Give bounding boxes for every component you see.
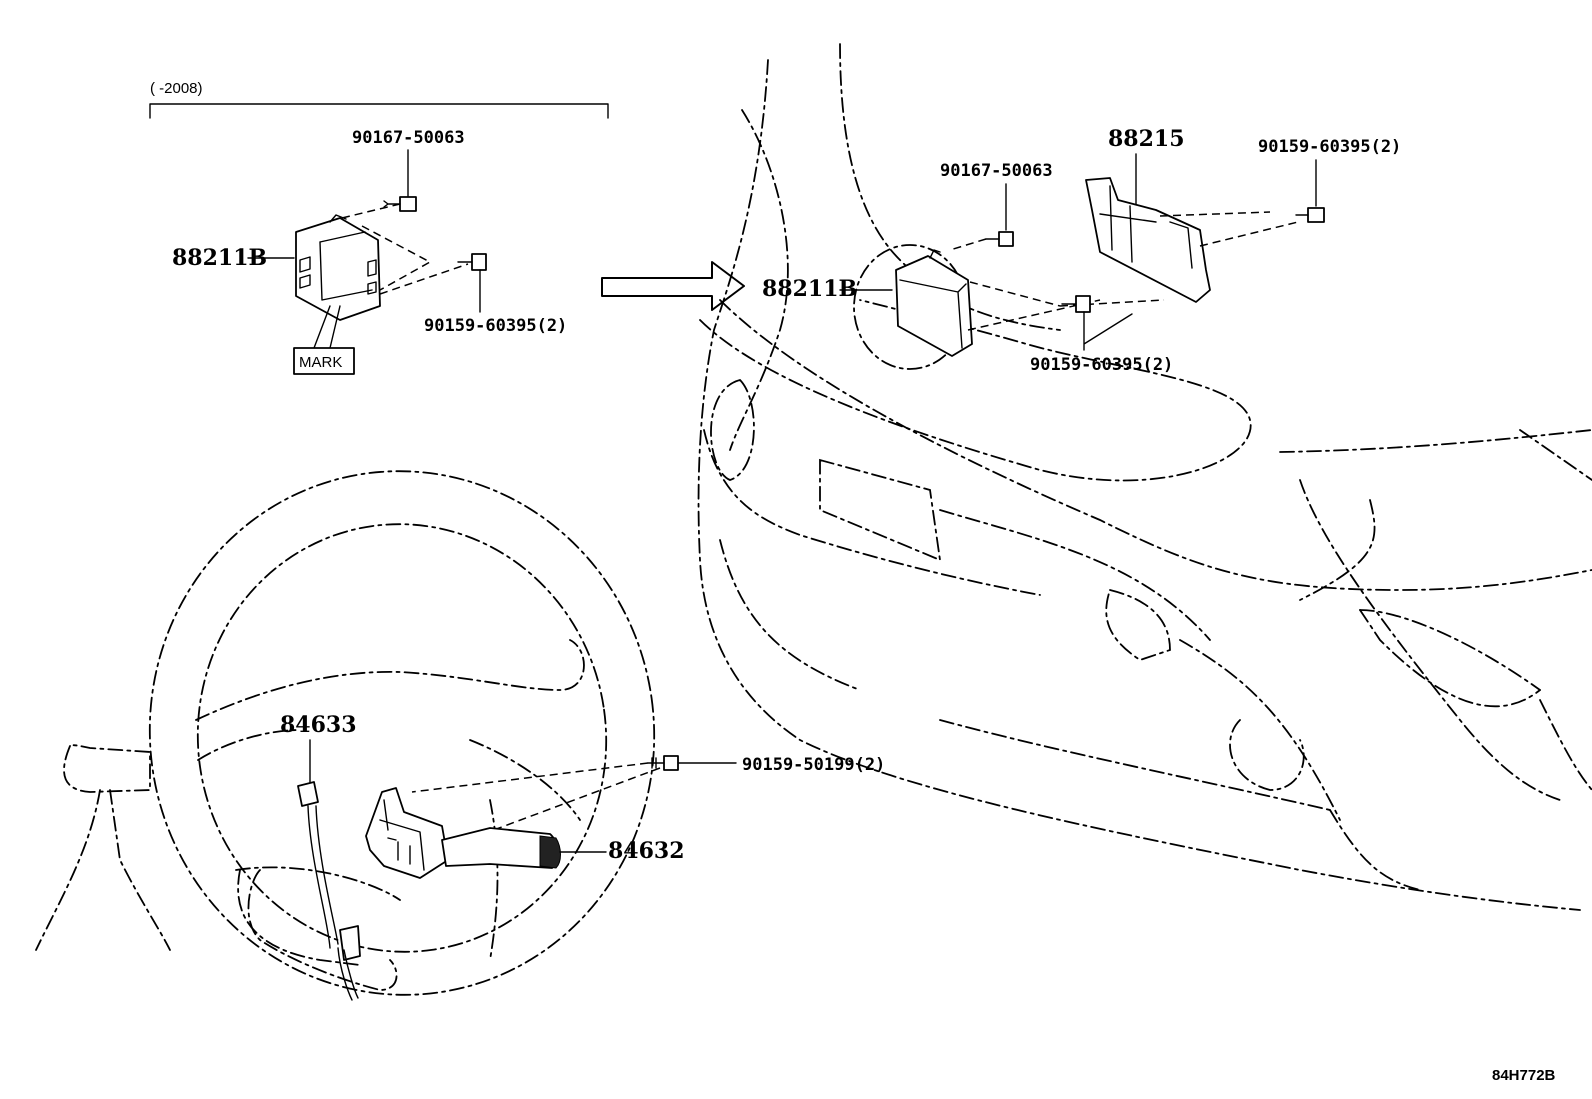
label-top-left-screw: 90159-60395(2) — [424, 316, 567, 336]
mark-box — [293, 347, 355, 375]
sensor-84633: 84633 — [280, 712, 361, 1001]
top-left-bolt: 90167-50063 — [352, 128, 465, 212]
label-bracket: 88215 — [1108, 126, 1185, 152]
label-top-left-bolt: 90167-50063 — [352, 128, 465, 148]
car-front-outline — [697, 43, 1592, 911]
top-left-module: 88211B MARK — [172, 203, 469, 375]
right-screw: 90159-60395(2) — [1030, 295, 1173, 375]
label-right-module: 88211B — [762, 276, 857, 302]
label-sensor: 84633 — [280, 712, 357, 738]
label-right-bolt: 90167-50063 — [940, 161, 1053, 181]
label-switch: 84632 — [608, 838, 685, 864]
label-right-screw: 90159-60395(2) — [1030, 355, 1173, 375]
bracket-screw: 90159-60395(2) — [1258, 137, 1401, 223]
diagram-code: 84H772B — [1492, 1067, 1556, 1084]
date-range-label: ( -2008) — [150, 80, 203, 97]
mark-label: MARK — [299, 354, 342, 371]
date-range-bracket — [149, 103, 609, 119]
direction-arrow — [601, 261, 745, 311]
steering-wheel — [35, 470, 656, 996]
right-bolt: 90167-50063 — [940, 161, 1053, 251]
switch-84632: 84632 — [365, 787, 685, 879]
right-module: 88211B — [762, 249, 1101, 357]
date-range-group: ( -2008) — [149, 80, 609, 119]
label-bracket-screw: 90159-60395(2) — [1258, 137, 1401, 157]
label-wheel-screw: 90159-50199(2) — [742, 755, 885, 775]
top-left-screw: 90159-60395(2) — [424, 253, 567, 336]
